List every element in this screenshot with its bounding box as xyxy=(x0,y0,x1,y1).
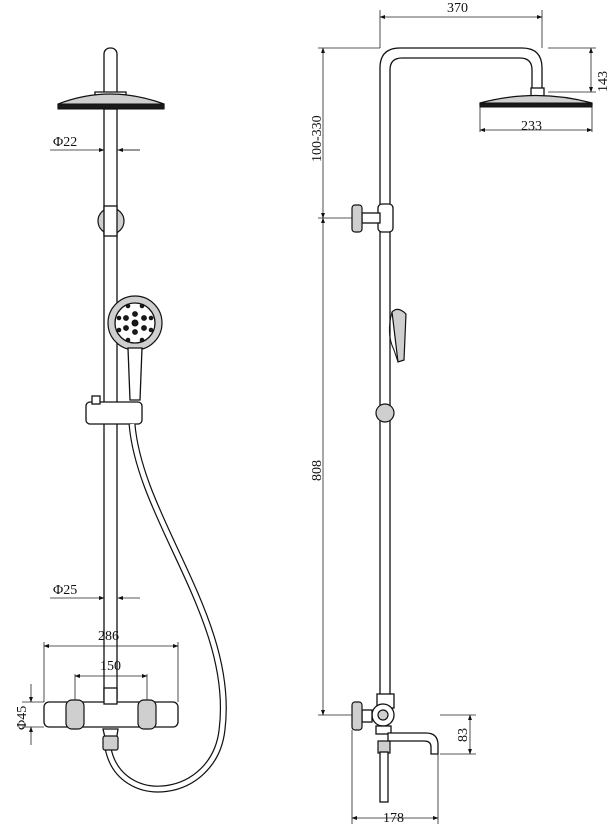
slider-knob-side xyxy=(375,403,395,423)
inlet-centers-label: 150 xyxy=(100,659,121,674)
spout-height-label: 83 xyxy=(456,728,471,742)
mixer-width-label: 286 xyxy=(98,629,119,644)
head-width-label: 370 xyxy=(447,1,468,16)
shower-arm xyxy=(379,47,543,701)
pipe-diameter-label: Φ22 xyxy=(53,135,77,150)
slider-holder-front xyxy=(85,401,143,425)
spout-side xyxy=(387,732,439,755)
mixer-front xyxy=(43,687,179,751)
mixer-side xyxy=(351,693,439,803)
rain-head-front xyxy=(57,91,165,110)
front-dimensions: Φ22 Φ25 286 150 Φ45 xyxy=(15,135,179,745)
side-dimensions: 370 143 233 100-330 808 83 178 xyxy=(310,1,609,826)
rail-length-label: 808 xyxy=(310,460,325,481)
top-pipe xyxy=(103,47,118,99)
hand-shower-side xyxy=(388,308,407,363)
front-view xyxy=(43,47,227,793)
hand-shower-front xyxy=(107,295,163,401)
head-diameter-label: 233 xyxy=(521,119,542,134)
mixer-diameter-label: Φ45 xyxy=(15,706,30,730)
spout-reach-label: 178 xyxy=(383,811,404,826)
rail-diameter-label: Φ25 xyxy=(53,583,77,598)
side-view xyxy=(351,47,593,803)
arm-height-label: 100-330 xyxy=(310,115,325,162)
wall-bracket-side xyxy=(351,203,394,233)
head-height-label: 143 xyxy=(596,71,609,92)
hose-front xyxy=(104,423,227,793)
rain-head-side xyxy=(479,87,593,132)
